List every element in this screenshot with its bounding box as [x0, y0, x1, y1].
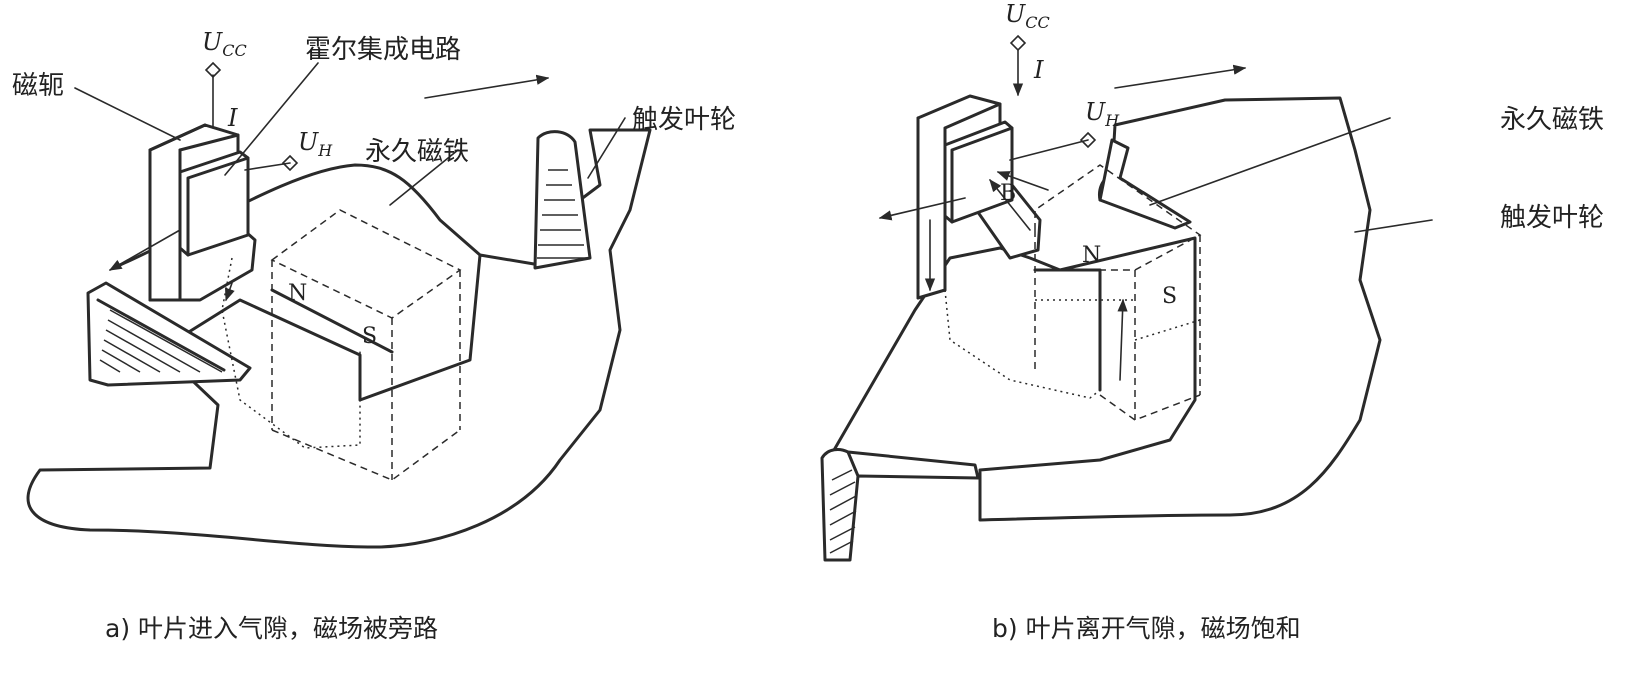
trigger-wheel-label-a: 触发叶轮 [632, 105, 736, 135]
uh-terminal-b [1079, 131, 1097, 149]
output-arrow-a [108, 229, 181, 271]
trigger-wheel-label-b: 触发叶轮 [1500, 203, 1604, 233]
left-blade-b [820, 448, 980, 562]
caption-b: b) 叶片离开气隙，磁场饱和 [992, 614, 1301, 643]
panel-b: UCC I UH B N S 永久磁铁 触发叶轮 b) 叶片离开气隙，磁场饱和 [820, 0, 1604, 643]
output-arrow-b [878, 197, 966, 221]
uh-label-a: UH [298, 128, 333, 160]
magnet-b [1033, 164, 1202, 421]
pole-s-b: S [1162, 284, 1177, 309]
hall-ic-a [178, 150, 250, 257]
magnet-label-b: 永久磁铁 [1500, 105, 1604, 135]
pole-n-a: N [288, 281, 307, 306]
rotation-arrow-a [424, 74, 550, 99]
flux-path-b [944, 289, 1101, 399]
current-label-b: I [1033, 56, 1044, 84]
uh-label-b: UH [1085, 98, 1120, 130]
yoke-label-a: 磁轭 [12, 71, 64, 101]
pole-s-a: S [362, 324, 377, 349]
trigger-wheel-body-b [828, 96, 1382, 522]
upper-blade-b [1098, 138, 1192, 230]
uh-terminal-a [281, 154, 299, 172]
hall-ic-label-a: 霍尔集成电路 [305, 35, 461, 65]
pole-n-b: N [1082, 243, 1101, 268]
right-blade-a [533, 130, 592, 270]
current-label-a: I [227, 104, 238, 132]
rotation-arrow-b [1114, 64, 1247, 89]
left-blade-a [86, 281, 252, 387]
field-label-b: B [1000, 181, 1016, 206]
ucc-label-a: UCC [202, 28, 247, 60]
panel-a: UCC I UH N S 磁轭 霍尔集成电路 永久磁铁 触发叶轮 a) 叶片进入… [12, 28, 736, 643]
ucc-terminal-b [1009, 34, 1027, 52]
ucc-terminal-a [204, 61, 222, 79]
caption-a: a) 叶片进入气隙，磁场被旁路 [105, 614, 438, 643]
trigger-wheel-body-a [26, 128, 652, 549]
magnet-label-a: 永久磁铁 [365, 137, 469, 167]
magnet-a [270, 209, 462, 481]
ucc-label-b: UCC [1005, 0, 1050, 32]
